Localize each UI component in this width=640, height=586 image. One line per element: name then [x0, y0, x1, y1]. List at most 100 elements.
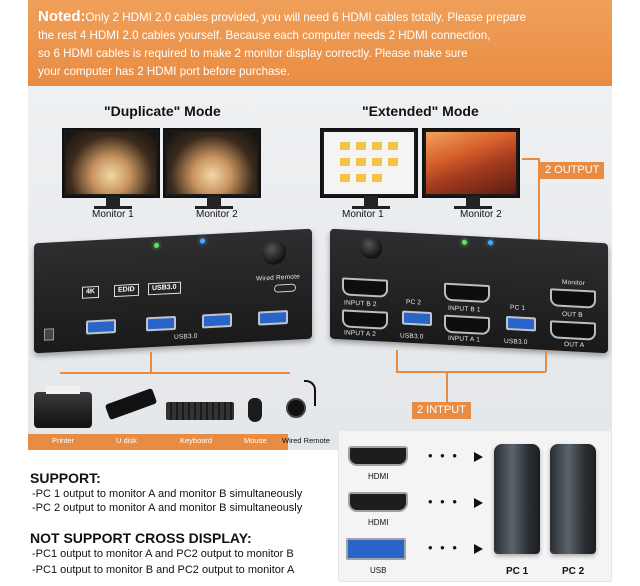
folder-icon: [388, 158, 398, 166]
connection-dots: • • •: [428, 494, 459, 509]
monitor-screen: [66, 132, 156, 194]
usb-port: [506, 315, 536, 332]
not-support-line-1: -PC1 output to monitor A and PC2 output …: [32, 548, 294, 560]
not-support-line-2: -PC1 output to monitor B and PC2 output …: [32, 564, 295, 576]
mouse-icon: [248, 398, 262, 422]
kvm-rear-panel: Monitor INPUT B 2 PC 2 INPUT B 1 PC 1 OU…: [330, 228, 608, 354]
connection-dots: • • •: [428, 448, 459, 463]
keyboard-icon: [166, 402, 234, 420]
arrow-right-icon: [474, 498, 483, 508]
pc2-label: PC 2: [406, 298, 422, 307]
note-prefix: Noted:: [38, 8, 86, 25]
knob-icon: [262, 240, 286, 266]
note-text-1: Only 2 HDMI 2.0 cables provided, you wil…: [85, 11, 527, 24]
power-switch: [44, 328, 54, 341]
hdmi-port-input-a1: [444, 314, 490, 336]
hdmi-cable-label-2: HDMI: [368, 518, 389, 527]
note-line-3: so 6 HDMI cables is required to make 2 m…: [38, 47, 468, 60]
input-b1-label: INPUT B 1: [448, 304, 481, 314]
extended-monitor-1-label: Monitor 1: [342, 209, 384, 220]
extended-monitor-2: [422, 128, 520, 209]
wired-remote-port-label: Wired Remote: [256, 273, 300, 283]
usb-connector-line: [60, 372, 290, 374]
wired-remote-label: Wired Remote: [282, 436, 330, 445]
extended-mode-title: "Extended" Mode: [362, 103, 479, 119]
knob-icon: [360, 236, 382, 260]
monitor-screen: [426, 132, 516, 194]
arrow-right-icon: [474, 452, 483, 462]
printer-label: Printer: [52, 436, 75, 445]
out-b-label: OUT B: [562, 310, 583, 319]
folder-icon: [372, 142, 382, 150]
folder-icon: [388, 142, 398, 150]
usb-label: USB3.0: [174, 332, 198, 341]
wired-remote-icon: [286, 398, 306, 418]
note-banner: Noted:Only 2 HDMI 2.0 cables provided, y…: [28, 0, 612, 86]
output-connector-line: [522, 158, 538, 160]
support-heading: SUPPORT:: [30, 470, 101, 486]
input-connector-line: [396, 350, 398, 372]
monitor-port-label: Monitor: [562, 278, 586, 288]
note-line-2: the rest 4 HDMI 2.0 cables yourself. Bec…: [38, 29, 491, 42]
input-a2-label: INPUT A 2: [344, 329, 377, 339]
hdmi-port-out-b: [550, 288, 596, 309]
duplicate-monitor-1: [62, 128, 160, 209]
usb-port: [402, 310, 432, 327]
usb-cable-label: USB: [370, 566, 387, 575]
input-tag: 2 INTPUT: [412, 402, 471, 419]
usb-port: [202, 312, 232, 329]
duplicate-monitor-1-label: Monitor 1: [92, 209, 134, 220]
input-connector-line: [446, 372, 448, 402]
folder-icon: [372, 158, 382, 166]
kvm-front-panel: 4K EDID USB3.0 Wired Remote USB3.0: [34, 228, 312, 354]
folder-icon: [356, 174, 366, 182]
led-indicator: [462, 239, 467, 245]
hdmi-cable-icon: [348, 446, 408, 466]
note-line-1: Noted:Only 2 HDMI 2.0 cables provided, y…: [38, 8, 602, 27]
duplicate-monitor-2: [163, 128, 261, 209]
support-line-2: -PC 2 output to monitor A and monitor B …: [32, 502, 303, 514]
hdmi-cable-label-1: HDMI: [368, 472, 389, 481]
folder-icon: [340, 174, 350, 182]
pc2-label: PC 2: [562, 566, 585, 577]
arrow-right-icon: [474, 544, 483, 554]
usb-port: [146, 315, 176, 332]
folder-icon: [356, 142, 366, 150]
input-a1-label: INPUT A 1: [448, 334, 481, 344]
badge-4k: 4K: [82, 285, 99, 299]
hdmi-port-input-b1: [444, 282, 490, 304]
keyboard-label: Keyboard: [180, 436, 213, 445]
not-support-heading: NOT SUPPORT CROSS DISPLAY:: [30, 530, 252, 546]
input-connector-line: [545, 350, 547, 372]
usb-b-label: USB3.0: [504, 337, 528, 347]
udisk-label: U disk: [116, 436, 137, 445]
input-connector-line: [396, 371, 546, 373]
out-a-label: OUT A: [564, 340, 585, 350]
note-line-4: your computer has 2 HDMI port before pur…: [38, 65, 290, 78]
pc1-label: PC 1: [506, 566, 529, 577]
hdmi-cable-icon: [348, 492, 408, 512]
connection-dots: • • •: [428, 540, 459, 555]
led-indicator: [488, 239, 493, 246]
extended-monitor-2-label: Monitor 2: [460, 209, 502, 220]
support-line-1: -PC 1 output to monitor A and monitor B …: [32, 488, 303, 500]
output-connector-line: [538, 158, 540, 282]
led-indicator: [154, 242, 159, 248]
usb-port: [86, 318, 116, 335]
duplicate-monitor-2-label: Monitor 2: [196, 209, 238, 220]
usb-a-label: USB3.0: [400, 332, 424, 341]
output-tag: 2 OUTPUT: [540, 162, 605, 179]
usb-cable-icon: [346, 538, 406, 560]
usb-port: [258, 309, 288, 326]
folder-icon: [372, 174, 382, 182]
folder-icon: [340, 158, 350, 166]
hdmi-port-input-b2: [342, 277, 388, 298]
remote-cable: [304, 380, 316, 406]
printer-icon: [34, 386, 92, 428]
folder-icon: [340, 142, 350, 150]
remote-port: [274, 283, 296, 293]
extended-monitor-1: [320, 128, 418, 209]
badge-usb: USB3.0: [148, 281, 181, 296]
hdmi-port-out-a: [550, 320, 596, 341]
monitor-screen: [167, 132, 257, 194]
